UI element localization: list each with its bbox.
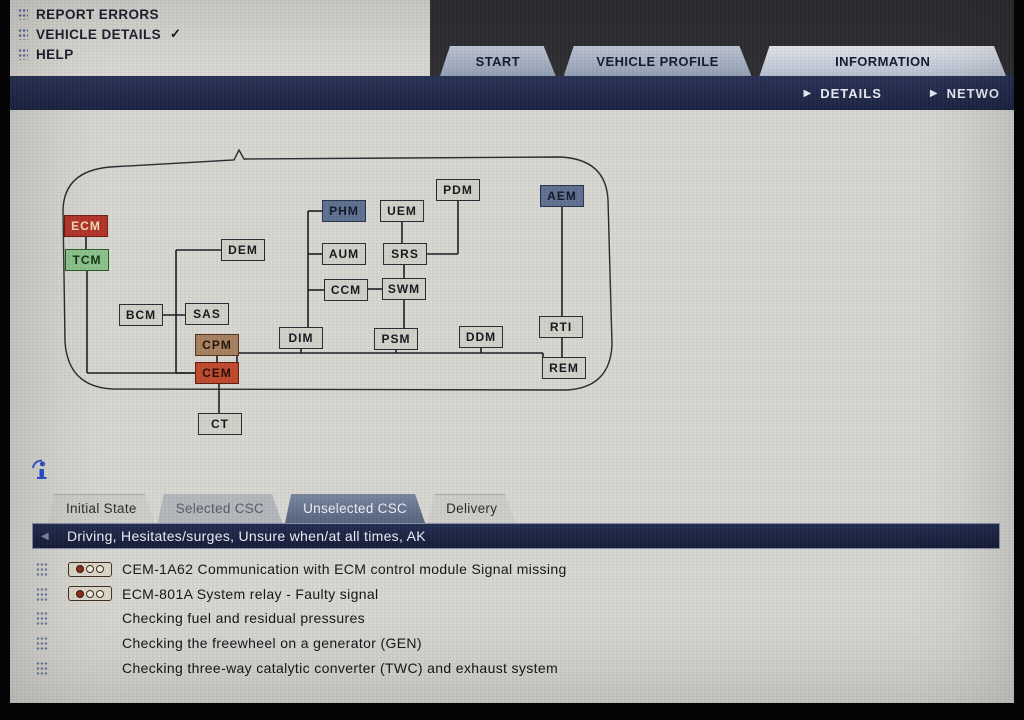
car-outline: [62, 148, 613, 391]
module-node-aem[interactable]: AEM: [540, 185, 584, 207]
module-node-bcm[interactable]: BCM: [119, 304, 163, 326]
tab-delivery[interactable]: Delivery: [428, 494, 515, 523]
module-node-cem[interactable]: CEM: [195, 362, 239, 384]
right-triangle-icon: ▶: [929, 87, 938, 99]
info-icon[interactable]: [30, 458, 54, 482]
module-node-cpm[interactable]: CPM: [195, 334, 239, 356]
tab-unselected-csc[interactable]: Unselected CSC: [285, 494, 425, 523]
result-row[interactable]: ECM-801A System relay - Faulty signal: [10, 582, 1014, 607]
result-row[interactable]: Checking the freewheel on a generator (G…: [10, 631, 1014, 656]
status-dot-off: [96, 565, 104, 574]
status-dot-on: [76, 589, 84, 598]
menu-item-label: VEHICLE DETAILS: [36, 26, 162, 42]
menu-grip-icon: [18, 48, 28, 60]
top-tab-bar: START VEHICLE PROFILE INFORMATION: [430, 0, 1014, 76]
grip-icon[interactable]: [36, 562, 48, 577]
module-node-uem[interactable]: UEM: [380, 200, 424, 222]
module-node-aum[interactable]: AUM: [322, 243, 366, 265]
subnav-label: NETWO: [946, 85, 1000, 101]
checkmark-icon: ✓: [170, 26, 181, 41]
symptom-text: Driving, Hesitates/surges, Unsure when/a…: [67, 528, 426, 544]
result-row[interactable]: Checking fuel and residual pressures: [10, 606, 1014, 631]
status-dot-off: [96, 589, 104, 598]
status-indicator: [68, 586, 112, 602]
result-text: CEM-1A62 Communication with ECM control …: [122, 561, 567, 578]
grip-icon[interactable]: [36, 660, 48, 675]
module-node-srs[interactable]: SRS: [383, 243, 427, 265]
module-node-ccm[interactable]: CCM: [324, 279, 368, 301]
module-node-dim[interactable]: DIM: [279, 327, 323, 349]
module-node-rem[interactable]: REM: [542, 357, 586, 379]
subnav-item-network[interactable]: ▶ NETWO: [930, 86, 1000, 101]
subnav-label: DETAILS: [820, 85, 882, 101]
menu-item-report-errors[interactable]: REPORT ERRORS: [18, 4, 430, 24]
module-node-ecm[interactable]: ECM: [64, 215, 108, 237]
selected-symptom-row[interactable]: ◀ Driving, Hesitates/surges, Unsure when…: [32, 523, 1000, 549]
result-row[interactable]: CEM-1A62 Communication with ECM control …: [10, 557, 1014, 582]
result-text: Checking the freewheel on a generator (G…: [122, 635, 422, 652]
module-node-rti[interactable]: RTI: [539, 316, 583, 338]
result-text: Checking fuel and residual pressures: [122, 610, 365, 627]
module-node-dem[interactable]: DEM: [221, 239, 265, 261]
module-node-ct[interactable]: CT: [198, 413, 242, 435]
module-node-tcm[interactable]: TCM: [65, 249, 109, 271]
grip-icon[interactable]: [36, 586, 48, 601]
menu-item-help[interactable]: HELP: [18, 44, 430, 64]
result-text: ECM-801A System relay - Faulty signal: [122, 585, 379, 602]
result-row[interactable]: Checking three-way catalytic converter (…: [10, 655, 1014, 680]
status-dot-off: [86, 565, 94, 574]
top-menu: REPORT ERRORS VEHICLE DETAILS ✓ HELP: [10, 0, 430, 76]
right-triangle-icon: ▶: [803, 87, 812, 99]
tab-start[interactable]: START: [440, 46, 556, 76]
subnav-bar: ▶ DETAILS ▶ NETWO: [10, 76, 1014, 110]
menu-grip-icon: [18, 28, 28, 40]
module-node-phm[interactable]: PHM: [322, 200, 366, 222]
menu-grip-icon: [18, 8, 28, 20]
header: REPORT ERRORS VEHICLE DETAILS ✓ HELP STA…: [10, 0, 1014, 76]
module-node-pdm[interactable]: PDM: [436, 179, 480, 201]
csc-tab-strip: Initial State Selected CSC Unselected CS…: [48, 494, 515, 523]
left-arrow-icon[interactable]: ◀: [41, 530, 49, 542]
status-dot-on: [76, 565, 84, 574]
tab-initial-state[interactable]: Initial State: [48, 494, 155, 523]
tab-selected-csc[interactable]: Selected CSC: [158, 494, 282, 523]
module-node-psm[interactable]: PSM: [374, 328, 418, 350]
result-text: Checking three-way catalytic converter (…: [122, 659, 558, 676]
grip-icon[interactable]: [36, 611, 48, 626]
status-indicator: [68, 561, 112, 577]
menu-item-vehicle-details[interactable]: VEHICLE DETAILS ✓: [18, 24, 430, 44]
grip-icon[interactable]: [36, 636, 48, 651]
subnav-item-details[interactable]: ▶ DETAILS: [804, 86, 882, 101]
results-list: CEM-1A62 Communication with ECM control …: [10, 557, 1014, 680]
diagram-nodes-layer: ECM TCM DEM PHM UEM PDM AEM AUM SRS CCM SWM BCM SAS D…: [10, 0, 1014, 703]
tab-vehicle-profile[interactable]: VEHICLE PROFILE: [564, 46, 752, 76]
status-dot-off: [86, 589, 94, 598]
monitor-screen: REPORT ERRORS VEHICLE DETAILS ✓ HELP STA…: [10, 0, 1014, 703]
module-node-ddm[interactable]: DDM: [459, 326, 503, 348]
menu-item-label: HELP: [36, 46, 74, 62]
tab-information[interactable]: INFORMATION: [759, 46, 1006, 76]
menu-item-label: REPORT ERRORS: [36, 6, 159, 22]
module-node-sas[interactable]: SAS: [185, 303, 229, 325]
module-node-swm[interactable]: SWM: [382, 278, 426, 300]
